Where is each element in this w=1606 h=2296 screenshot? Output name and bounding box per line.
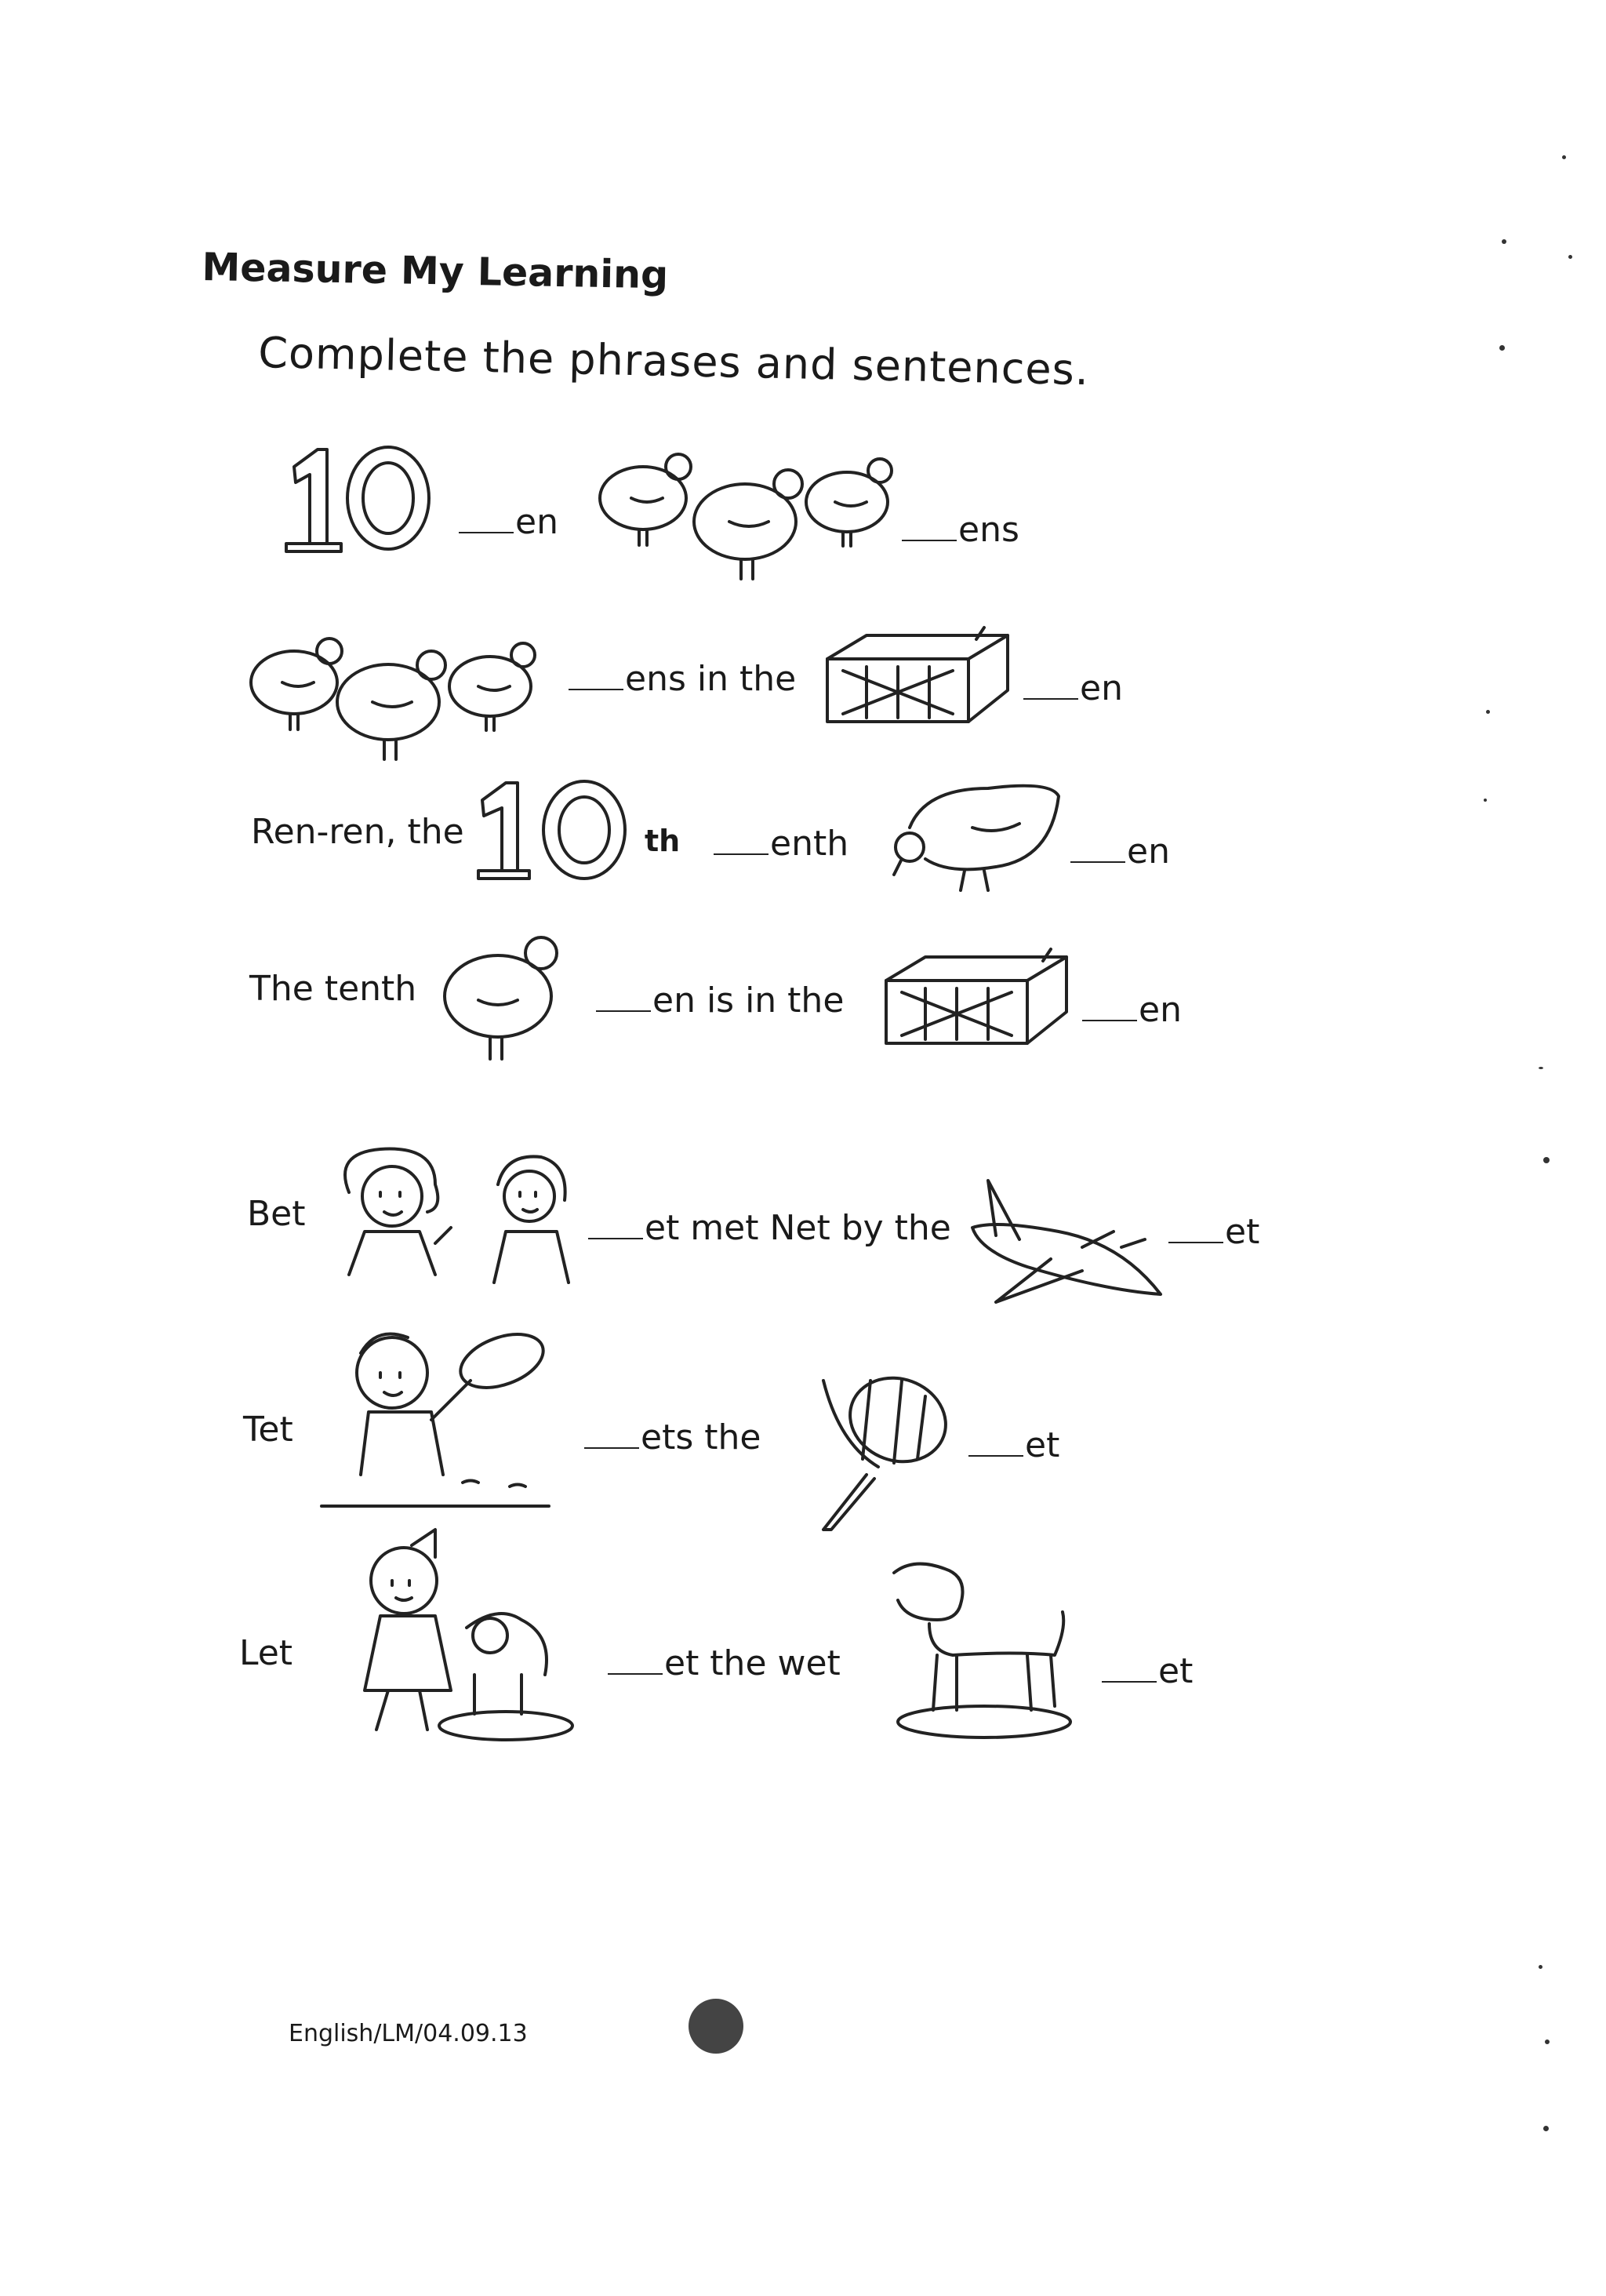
- blank-en-3[interactable]: en: [1070, 831, 1170, 871]
- scan-speck: [1499, 345, 1505, 351]
- blank-en-1[interactable]: en: [459, 502, 558, 542]
- girl-net-icon: [492, 1155, 570, 1284]
- row-lead-tet: Tet: [243, 1410, 293, 1450]
- scan-speck: [1502, 239, 1506, 244]
- row-lead-renren: Ren-ren, the: [251, 812, 464, 852]
- hen-icon: [598, 453, 893, 580]
- scan-speck: [1539, 1965, 1542, 1969]
- blank-enth[interactable]: enth: [714, 824, 848, 864]
- coop-icon: [826, 626, 1009, 723]
- boy-net-icon: [320, 1332, 550, 1508]
- scan-speck: [1545, 2039, 1550, 2044]
- row-lead-let: Let: [239, 1633, 293, 1673]
- scan-speck: [1543, 2126, 1549, 2131]
- girl-let-icon: [363, 1528, 574, 1741]
- net-icon: [822, 1376, 947, 1531]
- blank-et-2[interactable]: et: [1168, 1212, 1259, 1252]
- jet-icon: [971, 1179, 1162, 1304]
- footer-code: English/LM/04.09.13: [289, 2020, 528, 2047]
- row-lead-tenth: The tenth: [249, 969, 417, 1009]
- blank-ets[interactable]: ets the: [584, 1417, 761, 1457]
- coop-icon: [885, 948, 1068, 1045]
- blank-et-1[interactable]: et met Net by the: [588, 1208, 951, 1248]
- page-title: Measure My Learning: [202, 245, 669, 298]
- punch-hole-mark: [689, 1999, 743, 2054]
- blank-ens-1[interactable]: ens: [902, 510, 1019, 550]
- hen-icon: [249, 637, 536, 761]
- scan-speck: [1486, 710, 1490, 714]
- scan-speck: [1484, 799, 1487, 802]
- girl-bet-icon: [343, 1147, 452, 1276]
- row-lead-bet: Bet: [247, 1194, 306, 1234]
- blank-et-5[interactable]: et: [1102, 1651, 1193, 1691]
- number-ten-icon: [285, 446, 431, 553]
- hen-icon: [443, 936, 558, 1061]
- blank-en-4[interactable]: en is in the: [596, 981, 844, 1021]
- number-ten-icon: [477, 780, 627, 880]
- blank-en-2[interactable]: en: [1023, 668, 1123, 708]
- scan-speck: [1562, 155, 1566, 159]
- scan-speck: [1539, 1067, 1543, 1069]
- wet-dog-icon: [892, 1562, 1072, 1739]
- blank-en-5[interactable]: en: [1082, 990, 1182, 1030]
- scan-speck: [1543, 1157, 1550, 1163]
- ordinal-suffix: th: [645, 824, 681, 858]
- pecking-hen-icon: [892, 784, 1060, 892]
- instruction: Complete the phrases and sentences.: [257, 328, 1090, 395]
- blank-et-4[interactable]: et the wet: [608, 1643, 841, 1683]
- scan-speck: [1568, 255, 1572, 259]
- blank-ens-2[interactable]: ens in the: [569, 659, 796, 699]
- blank-et-3[interactable]: et: [968, 1425, 1059, 1465]
